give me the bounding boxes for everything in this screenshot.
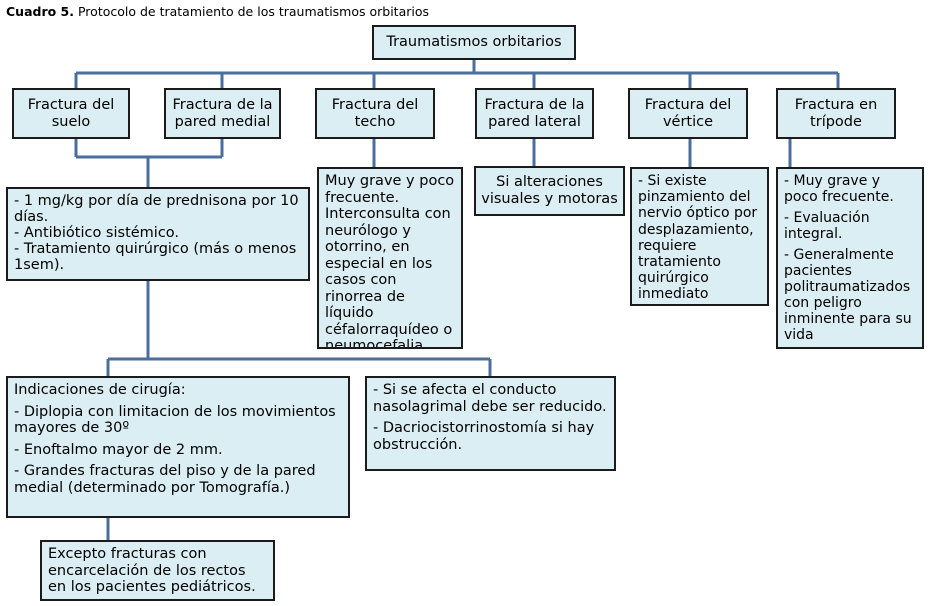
category-tripode: Fractura en trípode xyxy=(776,88,896,139)
treatment-box: - 1 mg/kg por día de prednisona por 10 d… xyxy=(6,187,310,281)
category-techo: Fractura del techo xyxy=(315,88,435,139)
lateral-box: Si alteraciones visuales y motoras xyxy=(474,166,625,216)
surgery-title: Indicaciones de cirugía: xyxy=(14,382,186,398)
surgery-item: - Grandes fracturas del piso y de la par… xyxy=(14,463,316,496)
caption-label: Cuadro 5. xyxy=(6,4,75,19)
vertice-box: - Si existe pinzamiento del nervio óptic… xyxy=(630,167,769,306)
treatment-item: - Tratamiento quirúrgico (más o menos 1s… xyxy=(14,241,297,273)
surgery-item: - Diplopia con limitacion de los movimie… xyxy=(14,403,336,437)
surgery-box: Indicaciones de cirugía: - Diplopia con … xyxy=(6,376,350,518)
category-vertice: Fractura del vértice xyxy=(628,88,748,139)
treatment-item: - 1 mg/kg por día de prednisona por 10 d… xyxy=(14,193,299,225)
caption-text: Protocolo de tratamiento de los traumati… xyxy=(74,4,430,19)
tripode-item: - Generalmente pacientes politraumatizad… xyxy=(784,247,912,343)
category-suelo: Fractura del suelo xyxy=(12,88,130,139)
tripode-item: - Muy grave y poco frecuente. xyxy=(784,173,894,205)
tripode-box: - Muy grave y poco frecuente. - Evaluaci… xyxy=(776,167,924,349)
nasolacrimal-item: - Dacriocistorrinostomía si hay obstrucc… xyxy=(373,420,595,453)
techo-box: Muy grave y poco frecuente. Interconsult… xyxy=(317,167,463,349)
exception-box: Excepto fracturas con encarcelación de l… xyxy=(40,540,275,601)
nasolacrimal-item: - Si se afecta el conducto nasolagrimal … xyxy=(373,382,607,415)
root-box: Traumatismos orbitarios xyxy=(372,25,576,60)
caption: Cuadro 5. Protocolo de tratamiento de lo… xyxy=(6,4,429,19)
treatment-item: - Antibiótico sistémico. xyxy=(14,225,180,241)
category-pared-medial: Fractura de la pared medial xyxy=(164,88,281,139)
surgery-item: - Enoftalmo mayor de 2 mm. xyxy=(14,441,223,458)
category-pared-lateral: Fractura de la pared lateral xyxy=(475,88,594,139)
nasolacrimal-box: - Si se afecta el conducto nasolagrimal … xyxy=(365,376,616,471)
tripode-item: - Evaluación integral. xyxy=(784,210,870,242)
